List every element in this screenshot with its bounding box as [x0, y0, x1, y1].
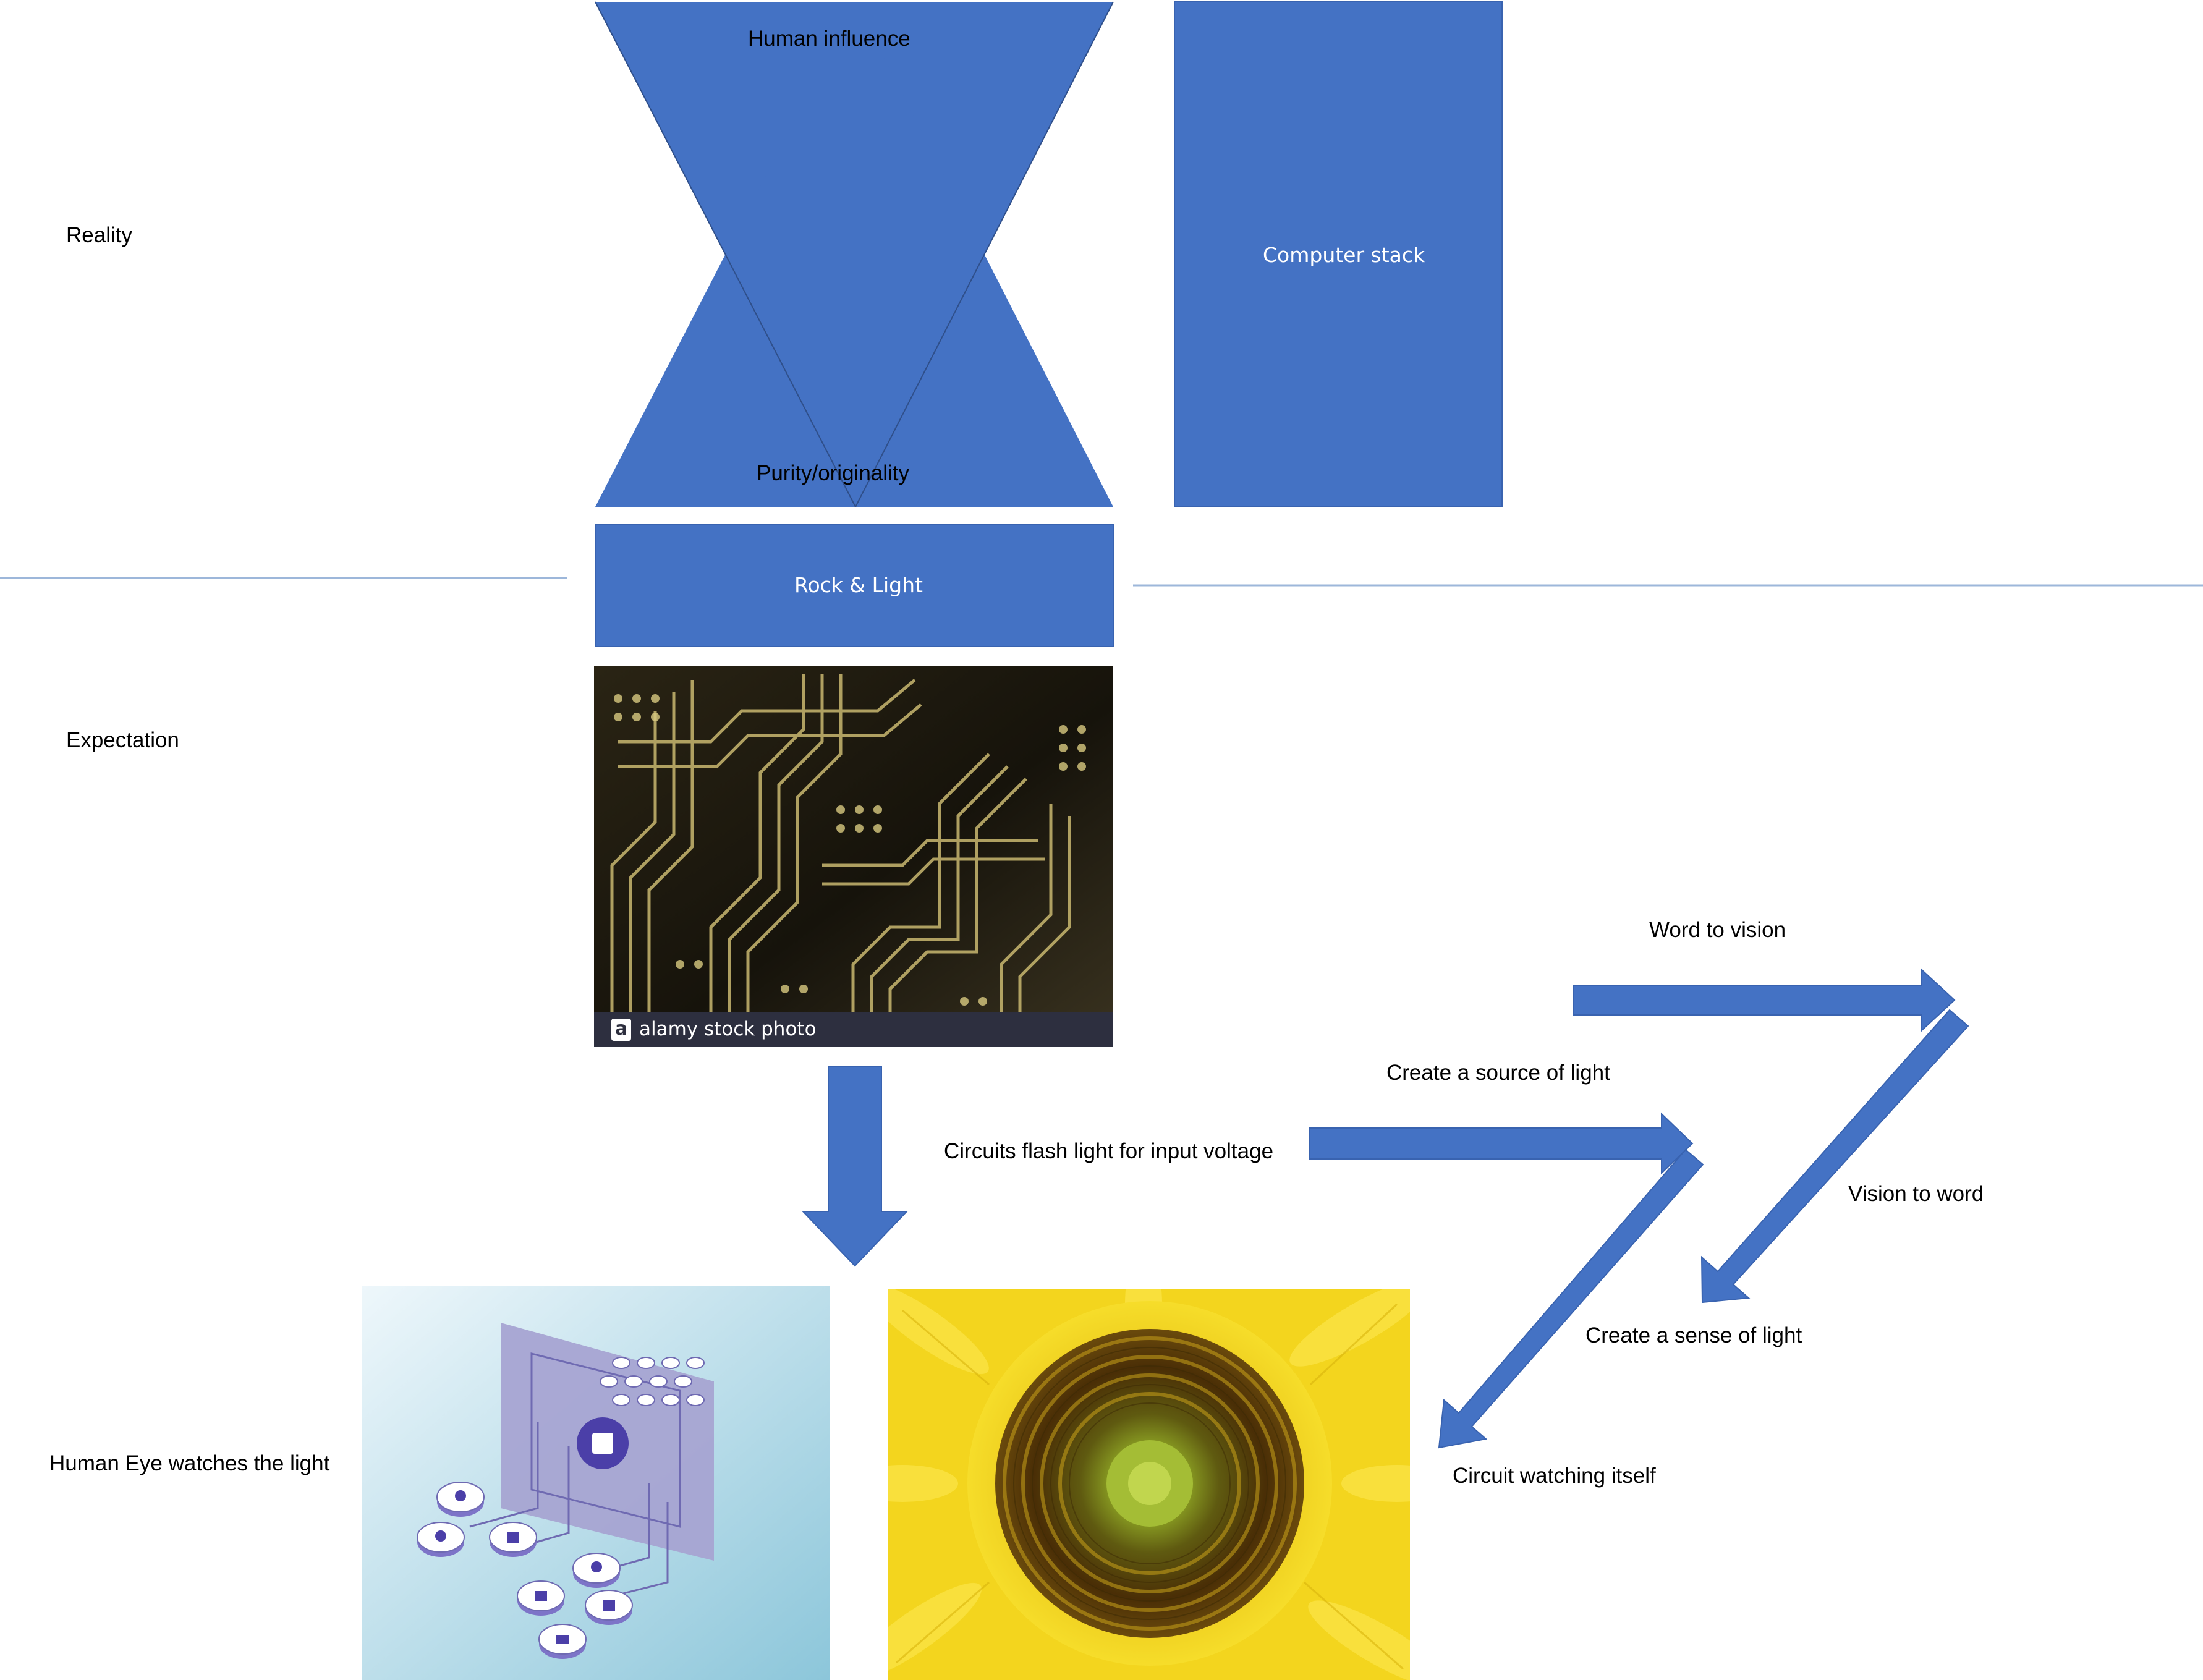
create-source-label: Create a source of light [1386, 1061, 1610, 1085]
computer-stack-box [1174, 1, 1503, 507]
circuit-watching-label: Circuit watching itself [1453, 1464, 1656, 1488]
vision-to-word-label: Vision to word [1848, 1182, 1984, 1206]
create-sense-label: Create a sense of light [1585, 1323, 1802, 1347]
alamy-watermark: alamy stock photo [639, 1018, 817, 1040]
row-label-reality: Reality [66, 223, 132, 247]
rock-light-box [595, 524, 1114, 647]
rock-light-label: Rock & Light [794, 573, 923, 597]
word-to-vision-label: Word to vision [1649, 918, 1786, 942]
alamy-badge: a [615, 1018, 628, 1040]
computer-stack-label: Computer stack [1263, 243, 1425, 267]
purity-label: Purity/originality [757, 461, 910, 485]
row-label-expectation: Expectation [66, 728, 179, 752]
sunflower-photo [888, 1289, 1410, 1680]
purity-triangle [595, 2, 1113, 507]
circuits-flash-label: Circuits flash light for input voltage [944, 1139, 1274, 1163]
pcb-photo [594, 666, 1113, 1047]
vision-to-word-arrow [1700, 1009, 1969, 1304]
circuits-flash-arrow [1309, 1112, 1694, 1175]
word-to-vision-arrow [1573, 967, 1956, 1033]
down-arrow [801, 1066, 909, 1267]
row-label-human-eye: Human Eye watches the light [49, 1451, 330, 1475]
circuit-watching-arrow [1438, 1148, 1704, 1449]
app-integration-illustration [362, 1286, 830, 1680]
pcb-watermark-bar [594, 1012, 1113, 1047]
human-influence-label: Human influence [748, 27, 910, 51]
